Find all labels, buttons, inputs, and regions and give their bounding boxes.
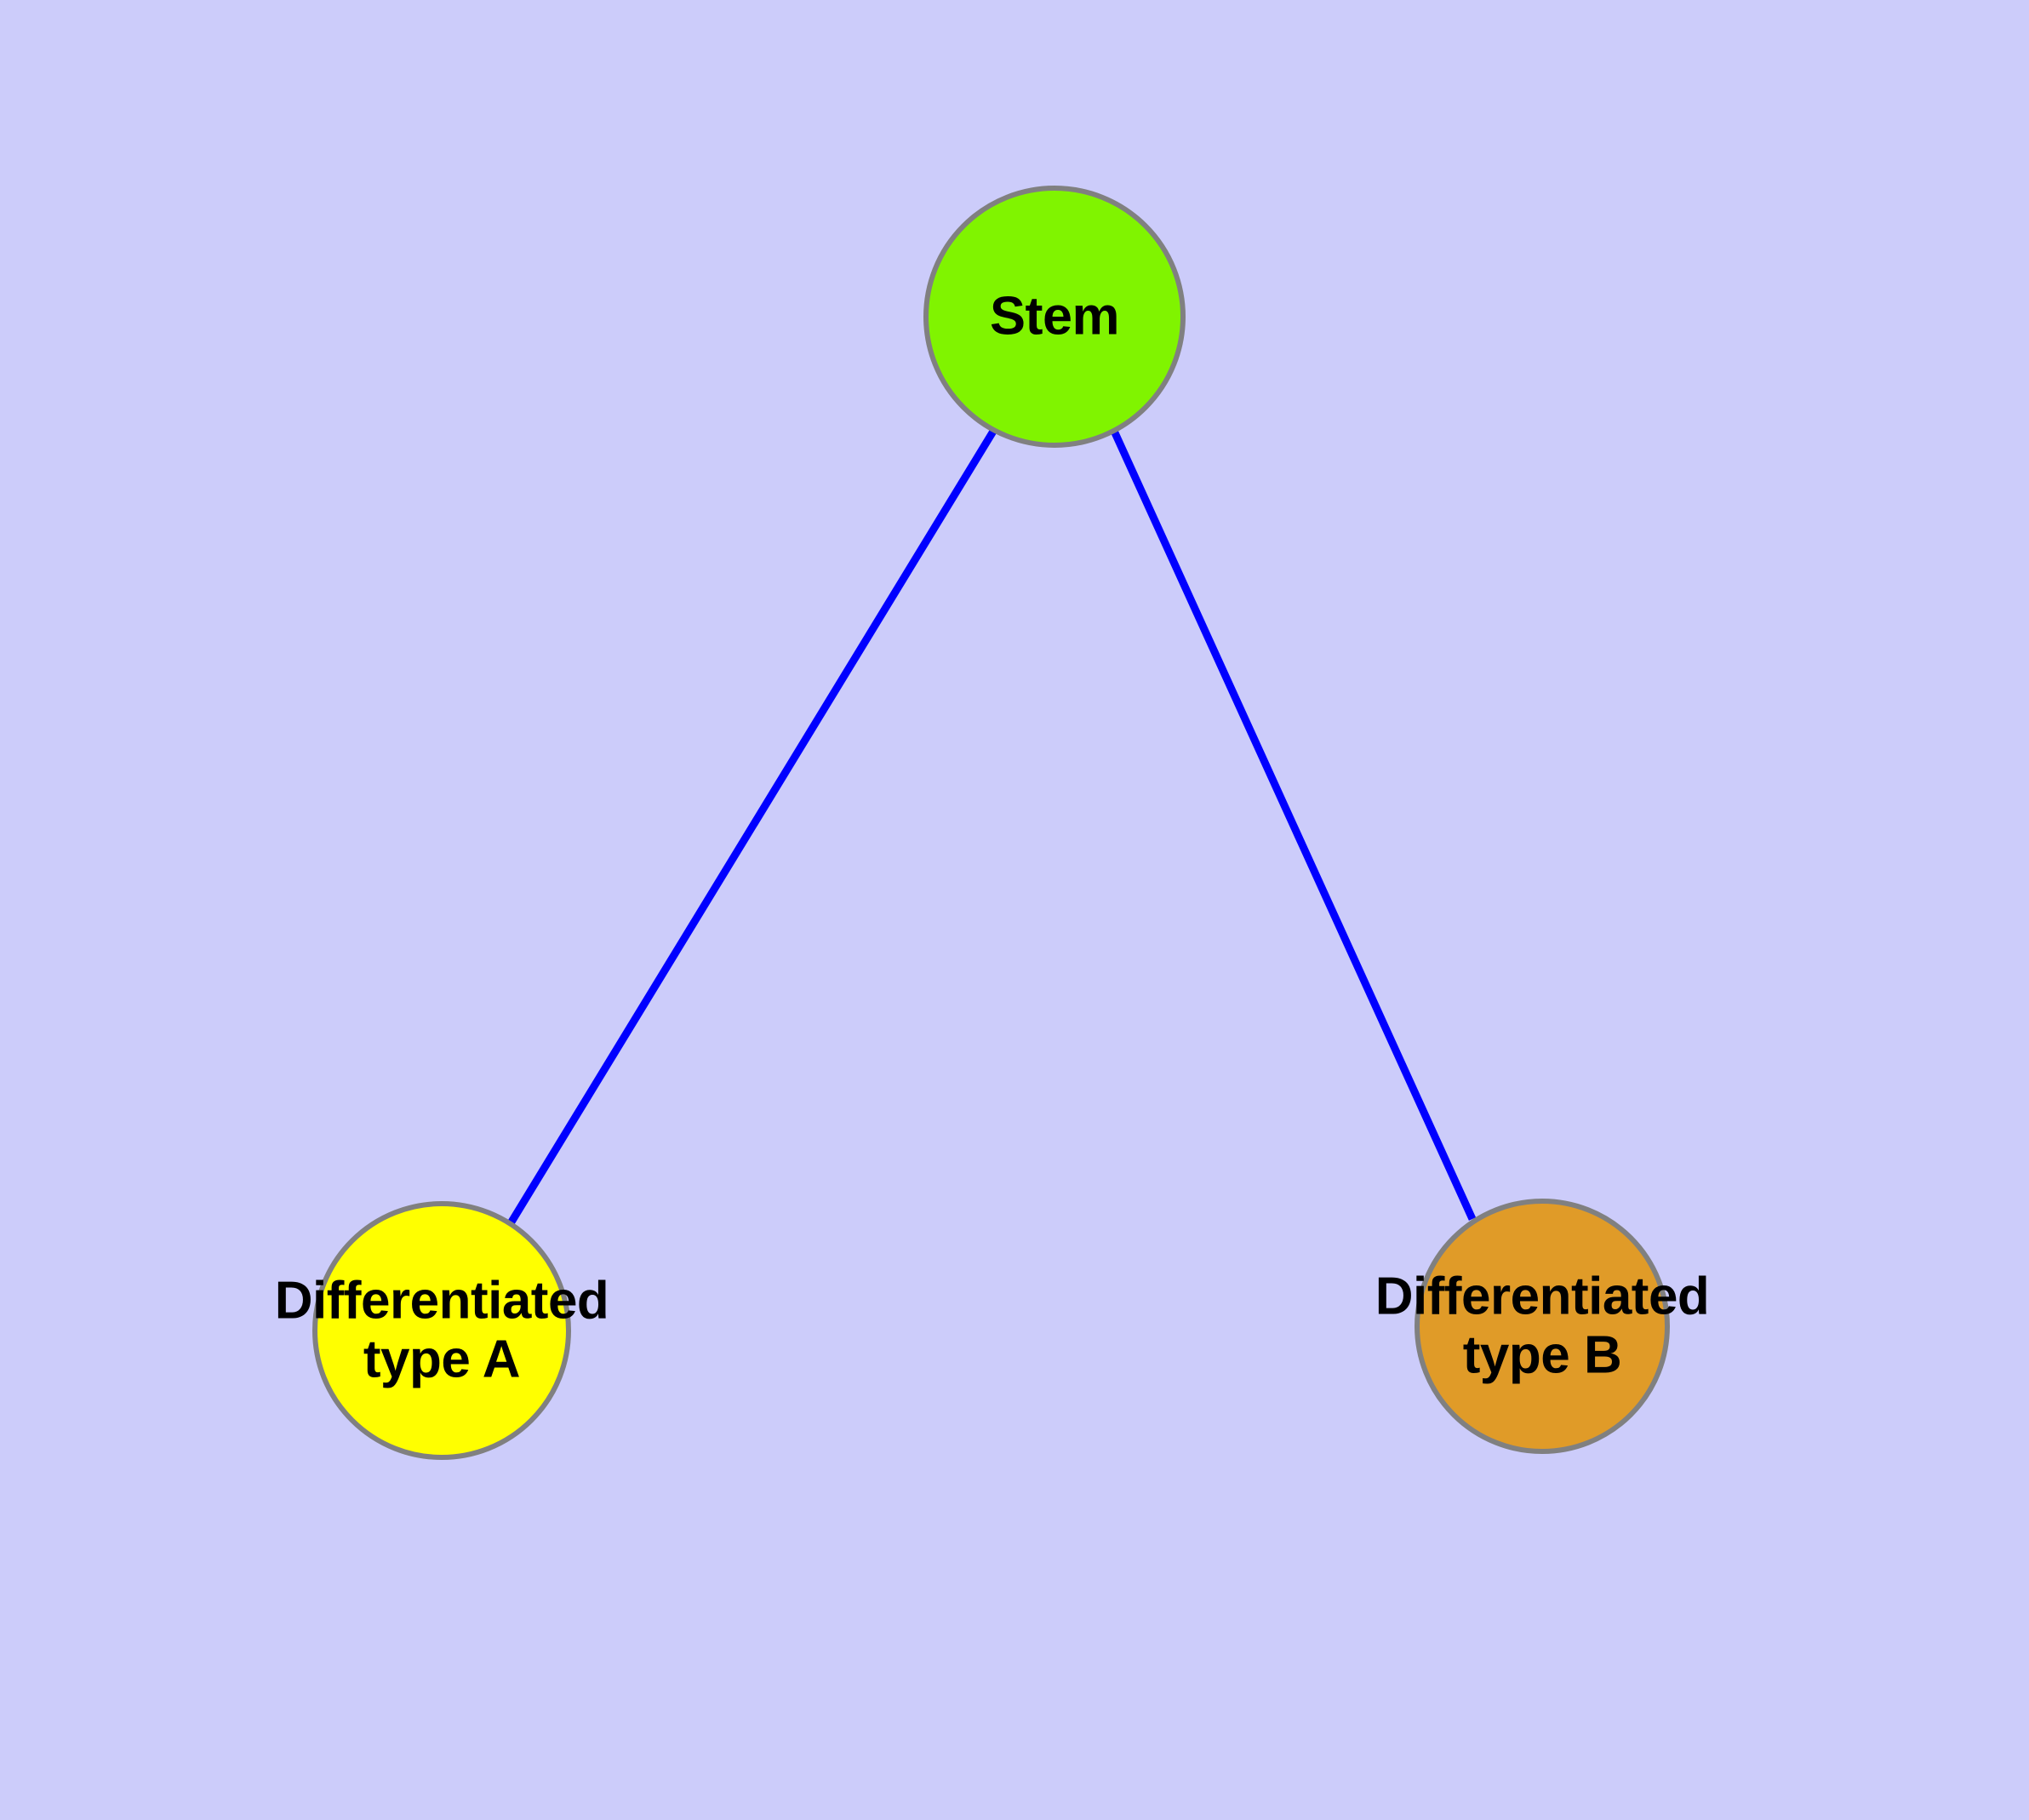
node-circle-diff-a[interactable] [312, 1201, 571, 1460]
edge-layer [507, 427, 1477, 1226]
node-circle-stem[interactable] [923, 186, 1186, 448]
edge-stem-to-diff-a [507, 427, 997, 1226]
edge-stem-to-diff-b [1109, 427, 1477, 1221]
node-layer [312, 186, 1670, 1460]
node-circle-diff-b[interactable] [1415, 1199, 1670, 1454]
